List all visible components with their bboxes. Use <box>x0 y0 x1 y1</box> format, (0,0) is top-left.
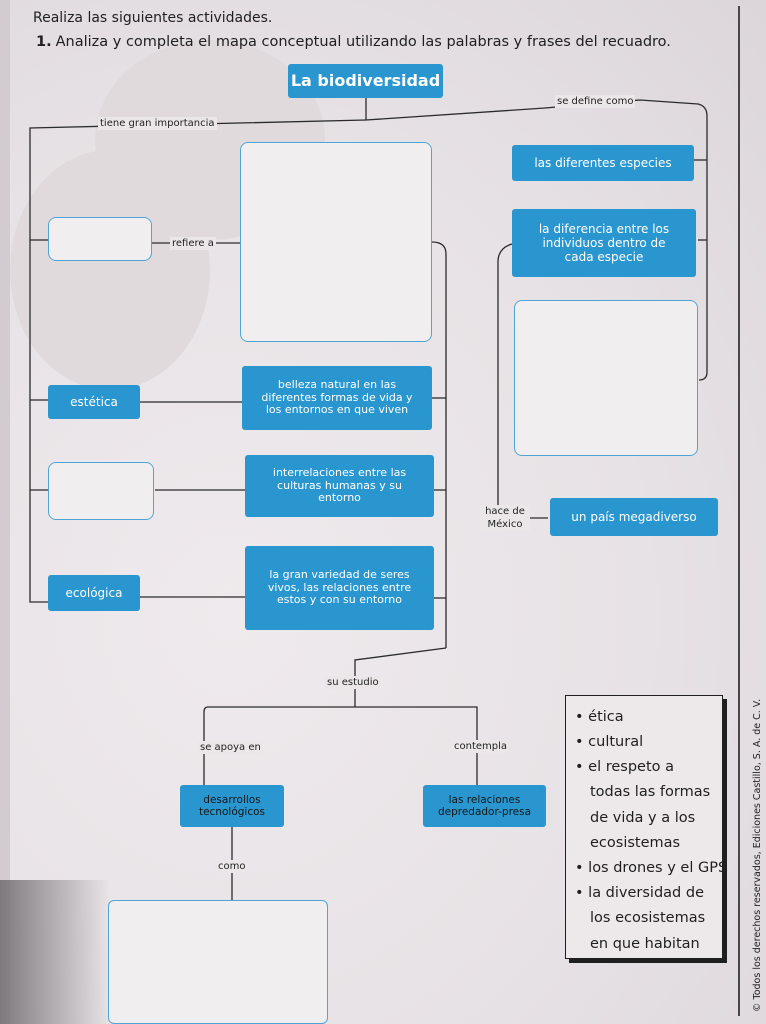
study-support-node: desarrollos tecnológicos <box>180 785 284 827</box>
word-bank-item: • el respeto a <box>575 759 675 775</box>
importance-aesthetic-node: estética <box>48 385 140 419</box>
word-bank-item: todas las formas <box>590 784 711 800</box>
paper-stain <box>10 150 210 390</box>
blank-definition-ecosystems[interactable] <box>514 300 698 456</box>
connector-label-its-study: su estudio <box>325 676 381 689</box>
definition-line <box>365 99 708 381</box>
copyright-notice: © Todos los derechos reservados, Edicion… <box>752 698 763 1012</box>
map-title-node: La biodiversidad <box>288 64 443 98</box>
page-shadow <box>0 880 110 1024</box>
connector-label-makes-mexico: hace de México <box>480 505 530 531</box>
blank-importance-type-1[interactable] <box>48 217 152 261</box>
page-fold-line <box>738 6 740 1016</box>
mexico-stem-line <box>497 243 548 519</box>
word-bank-item: de vida y a los <box>590 810 696 826</box>
ecological-description-node: la gran variedad de seres vivos, las rel… <box>245 546 434 630</box>
connector-label-relies-on: se apoya en <box>198 741 263 754</box>
question-1: 1.Analiza y completa el mapa conceptual … <box>36 34 671 50</box>
study-includes-node: las relaciones depredador-presa <box>423 785 546 827</box>
study-branch-line <box>355 706 478 785</box>
study-branch-line <box>203 706 355 785</box>
question-text: Analiza y completa el mapa conceptual ut… <box>55 34 671 50</box>
question-number: 1. <box>36 34 52 50</box>
word-bank-item: ecosistemas <box>590 835 681 851</box>
central-branch-line <box>431 241 447 648</box>
blank-technology-examples[interactable] <box>108 900 328 1024</box>
connector-label-refers-to: refiere a <box>170 237 216 250</box>
page-left-edge <box>0 0 10 1024</box>
word-bank-item: • cultural <box>575 734 644 750</box>
connector-label-defined-as: se define como <box>555 95 636 108</box>
importance-ecological-node: ecológica <box>48 575 140 611</box>
word-bank-item: • ética <box>575 709 624 725</box>
blank-importance-description[interactable] <box>240 142 432 342</box>
word-bank-item: en que habitan <box>590 936 700 952</box>
word-bank-item: • los drones y el GPS <box>575 860 728 876</box>
blank-importance-type-2[interactable] <box>48 462 154 520</box>
connector-label-importance: tiene gran importancia <box>98 117 217 130</box>
connector-label-considers: contempla <box>452 740 510 753</box>
study-line <box>354 647 447 707</box>
mexico-megadiverse-node: un país megadiverso <box>550 498 718 536</box>
word-bank-box <box>565 695 723 959</box>
aesthetic-description-node: belleza natural en las diferentes formas… <box>242 366 432 430</box>
activities-heading: Realiza las siguientes actividades. <box>33 10 273 26</box>
definition-individuals-node: la diferencia entre los individuos dentr… <box>512 209 696 277</box>
definition-species-node: las diferentes especies <box>512 145 694 181</box>
cultural-description-node: interrelaciones entre las culturas human… <box>245 455 434 517</box>
connector-label-like: como <box>216 860 248 873</box>
word-bank-item: • la diversidad de <box>575 885 704 901</box>
word-bank-item: los ecosistemas <box>590 910 706 926</box>
